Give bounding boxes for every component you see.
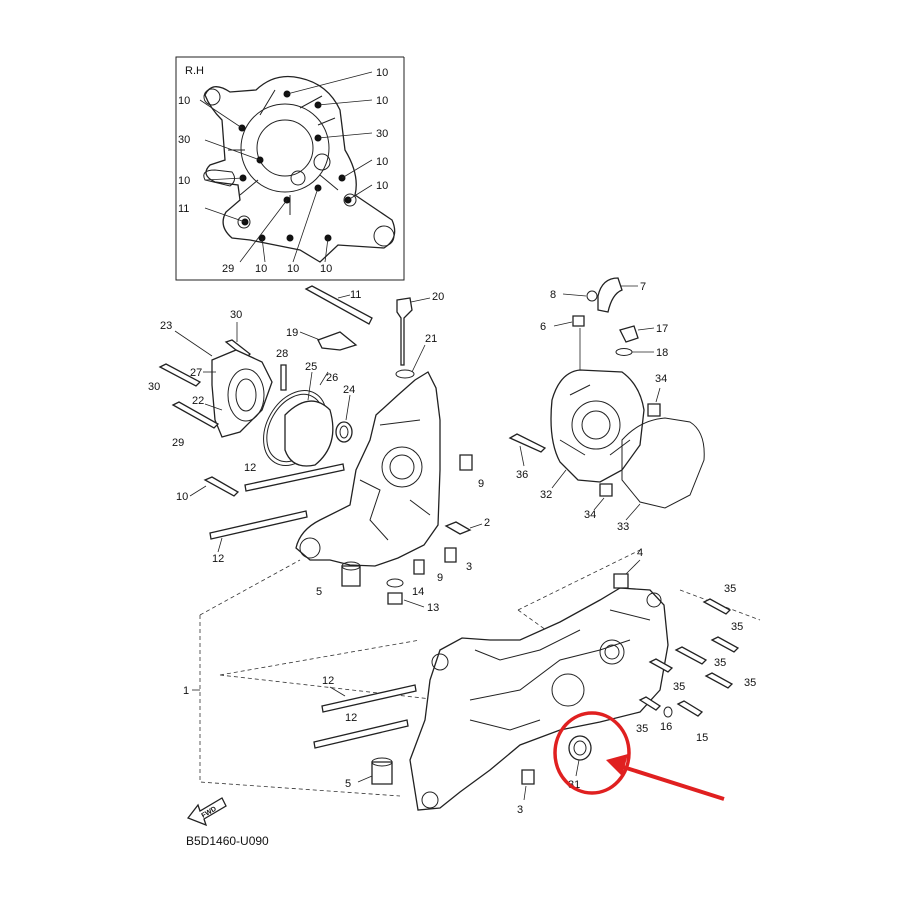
callout-17: 17 (656, 323, 668, 335)
callout-3a: 3 (466, 561, 472, 573)
callout-35d: 35 (744, 677, 756, 689)
callout-23: 23 (160, 320, 172, 332)
inset-callout: 11 (178, 203, 189, 215)
inset-callout: 29 (222, 263, 234, 275)
callout-35b: 35 (731, 621, 743, 633)
inset-callout: 30 (376, 128, 388, 140)
callout-12b: 12 (212, 553, 224, 565)
callout-35a: 35 (724, 583, 736, 595)
callout-19: 19 (286, 327, 298, 339)
callout-11: 11 (350, 289, 361, 301)
inset-callout: 10 (376, 180, 388, 192)
inset-callout: 30 (178, 134, 190, 146)
diagram-code: B5D1460-U090 (186, 834, 269, 848)
callout-20: 20 (432, 291, 444, 303)
callout-7: 7 (640, 281, 646, 293)
callout-15: 15 (696, 732, 708, 744)
callout-16: 16 (660, 721, 672, 733)
inset-side-label: R.H (185, 65, 204, 77)
highlight-arrow-line (619, 764, 725, 801)
callout-9b: 9 (437, 572, 443, 584)
inset-callout: 10 (376, 67, 388, 79)
callout-33: 33 (617, 521, 629, 533)
inset-callout: 10 (255, 263, 267, 275)
callout-36: 36 (516, 469, 528, 481)
highlight-arrow-head-icon (606, 754, 628, 776)
callout-32: 32 (540, 489, 552, 501)
inset-callout: 10 (376, 95, 388, 107)
callout-26: 26 (326, 372, 338, 384)
callout-35f: 35 (636, 723, 648, 735)
callout-5a: 5 (316, 586, 322, 598)
callout-12d: 12 (345, 712, 357, 724)
callout-34a: 34 (655, 373, 667, 385)
fwd-indicator: FWD (186, 797, 227, 827)
callout-12c: 12 (322, 675, 334, 687)
right-cover-group: 7 8 6 17 18 34 34 36 32 (508, 277, 705, 533)
inset-callout: 10 (178, 175, 190, 187)
callout-35e: 35 (673, 681, 685, 693)
callout-5b: 5 (345, 778, 351, 790)
callout-30a: 30 (230, 309, 242, 321)
highlight-circle (553, 711, 631, 795)
fwd-label: FWD (201, 806, 218, 820)
callout-30b: 30 (148, 381, 160, 393)
inset-callout: 10 (320, 263, 332, 275)
callout-12a: 12 (244, 462, 256, 474)
crankcase-cover-group: 11 20 21 19 28 26 25 24 23 (148, 285, 490, 614)
callout-8: 8 (550, 289, 556, 301)
inset-callout: 10 (178, 95, 190, 107)
callout-29: 29 (172, 437, 184, 449)
callout-18: 18 (656, 347, 668, 359)
callout-9a: 9 (478, 478, 484, 490)
callout-4: 4 (637, 547, 643, 559)
callout-21: 21 (425, 333, 437, 345)
lower-crankcase-group: 1 4 35 35 35 35 35 35 16 15 12 (183, 547, 761, 816)
callout-10: 10 (176, 491, 188, 503)
callout-2: 2 (484, 517, 490, 529)
inset-rh-view: R.H 10 (175, 56, 405, 281)
callout-13: 13 (427, 602, 439, 614)
callout-24: 24 (343, 384, 355, 396)
highlight-marker (553, 711, 725, 801)
callout-35c: 35 (714, 657, 726, 669)
callout-27: 27 (190, 367, 202, 379)
inset-callout: 10 (287, 263, 299, 275)
callout-1: 1 (183, 685, 189, 697)
callout-14: 14 (412, 586, 424, 598)
callout-3b: 3 (517, 804, 523, 816)
callout-22: 22 (192, 395, 204, 407)
callout-28: 28 (276, 348, 288, 360)
inset-callout: 10 (376, 156, 388, 168)
callout-34b: 34 (584, 509, 596, 521)
callout-25: 25 (305, 361, 317, 373)
callout-6: 6 (540, 321, 546, 333)
